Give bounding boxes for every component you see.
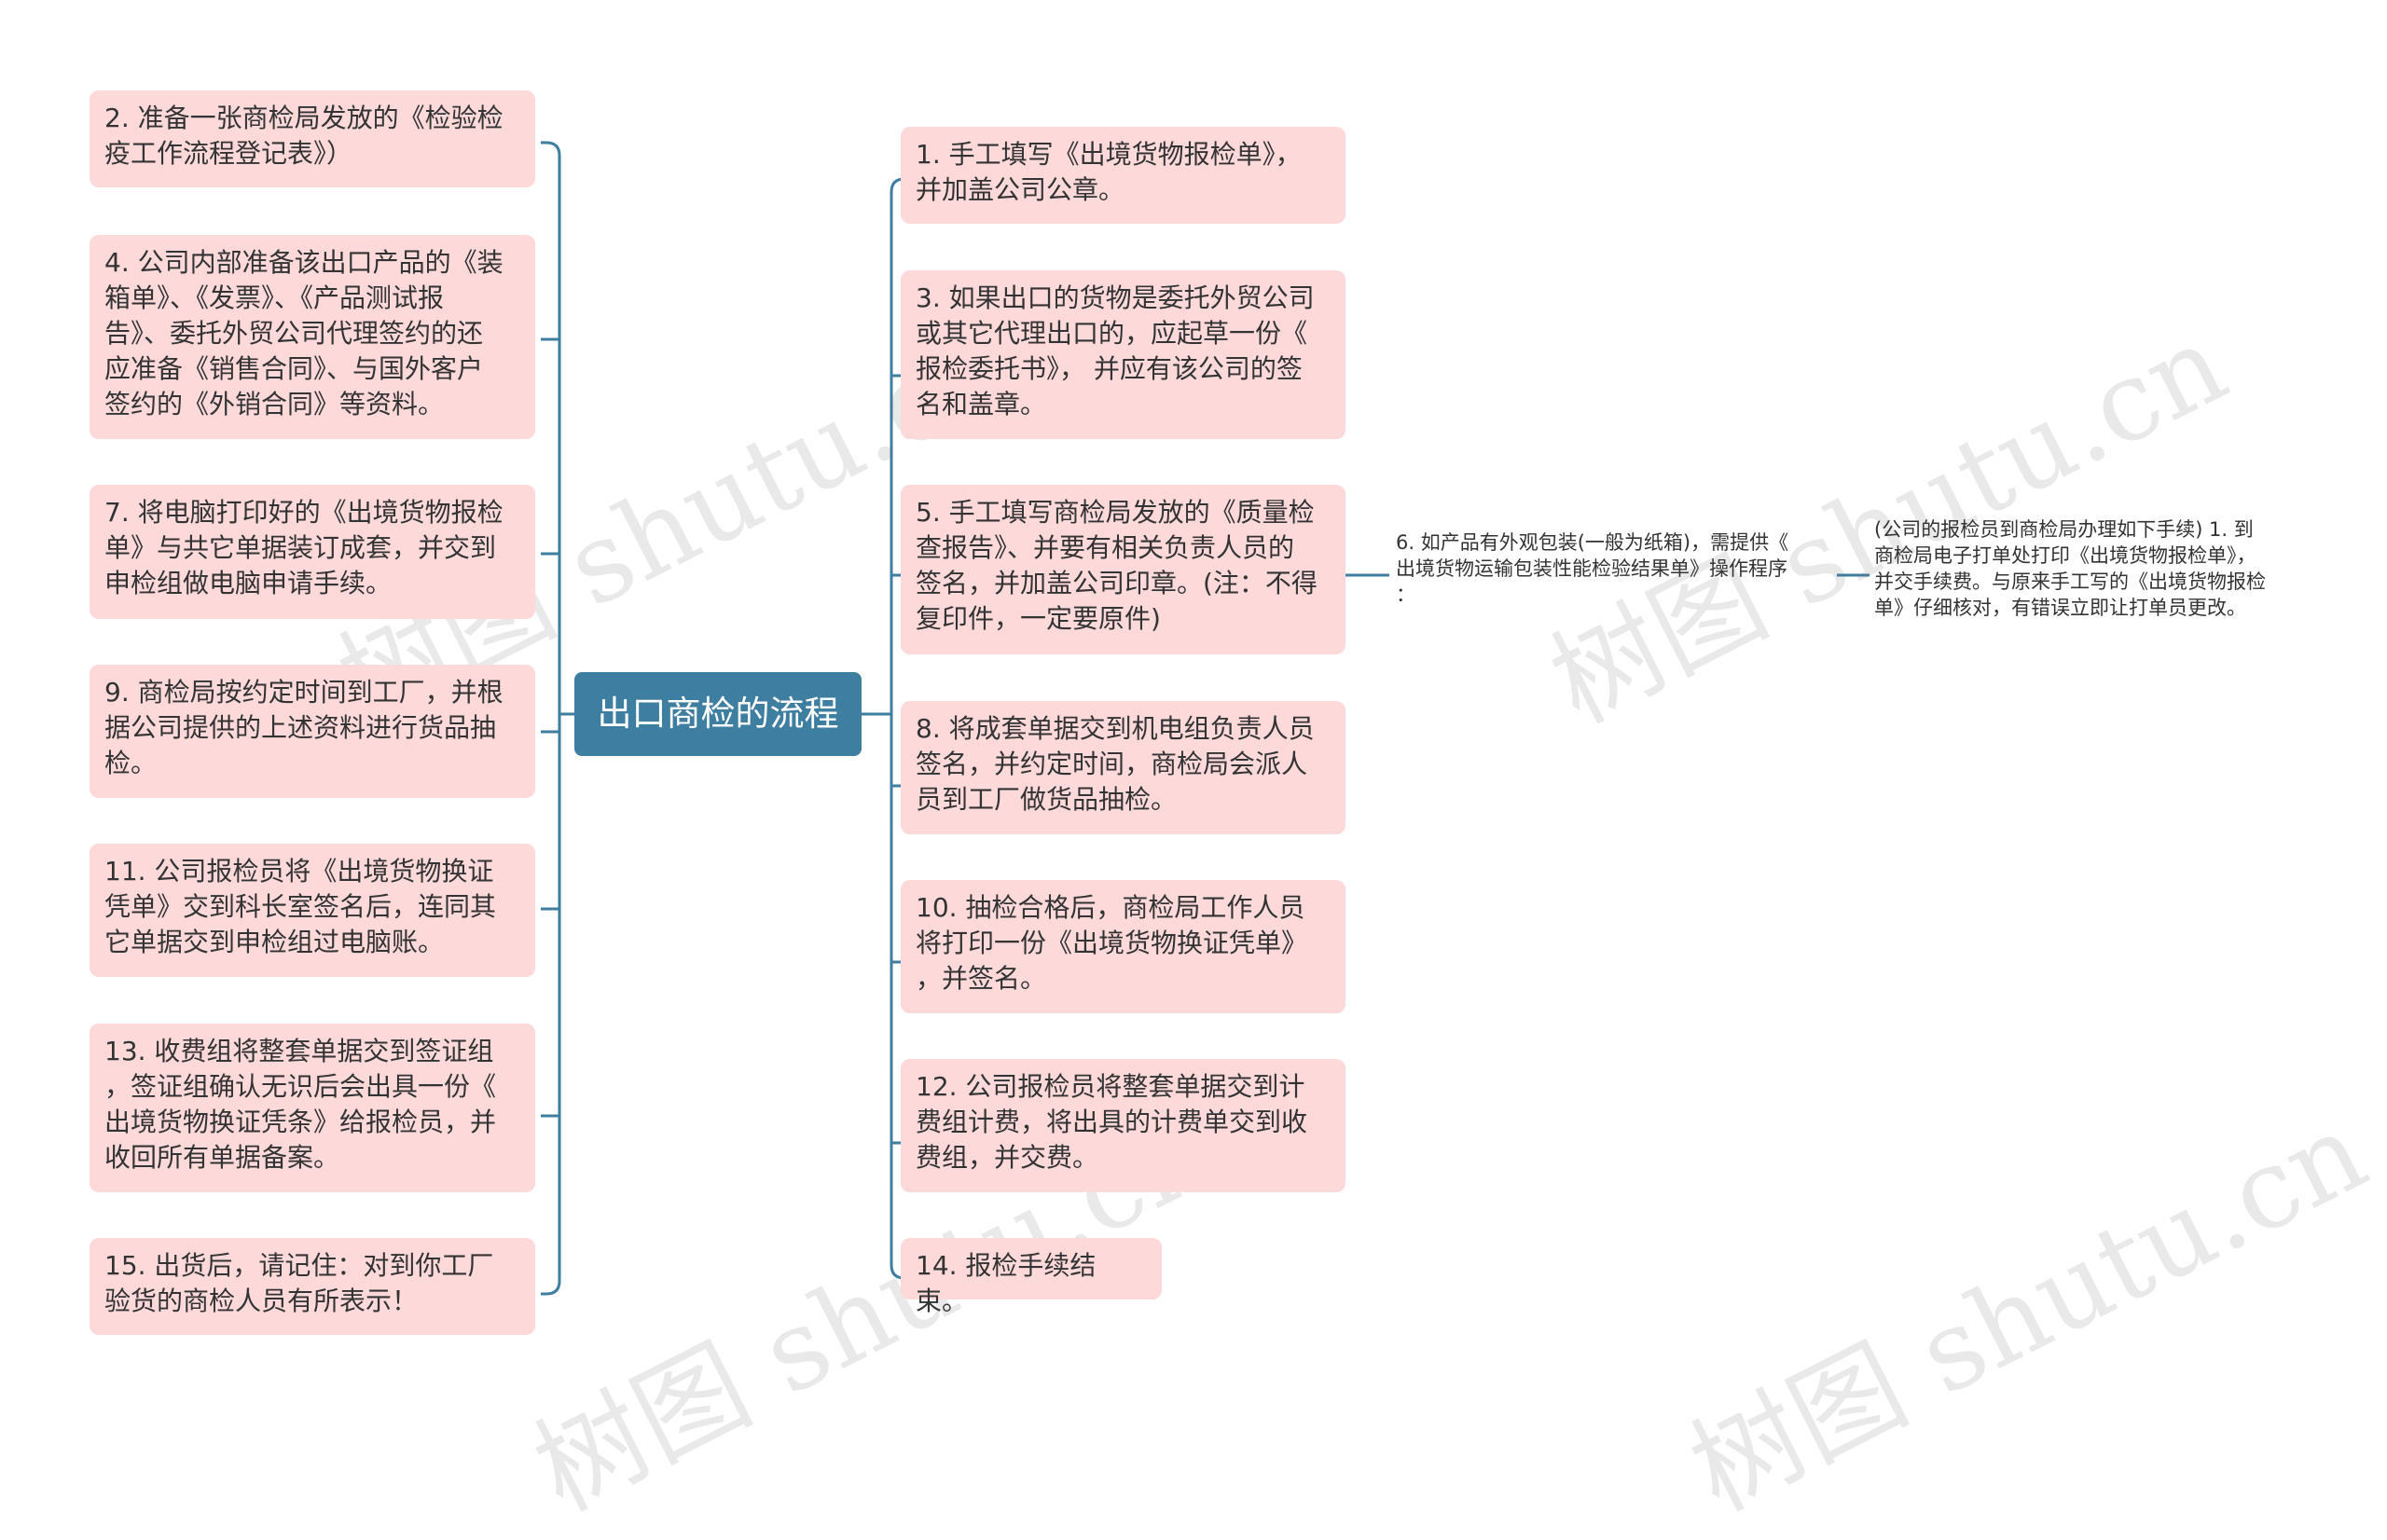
node-step-13[interactable]: 13. 收费组将整套单据交到签证组 ，签证组确认无识后会出具一份《 出境货物换证… (90, 1024, 535, 1192)
node-step-5[interactable]: 5. 手工填写商检局发放的《质量检 查报告》、并要有相关负责人员的 签名，并加盖… (901, 485, 1345, 654)
node-step-12[interactable]: 12. 公司报检员将整套单据交到计 费组计费，将出具的计费单交到收 费组，并交费… (901, 1059, 1345, 1192)
node-step-8[interactable]: 8. 将成套单据交到机电组负责人员 签名，并约定时间，商检局会派人 员到工厂做货… (901, 701, 1345, 834)
connector-left-branch (541, 141, 561, 157)
node-step-11[interactable]: 11. 公司报检员将《出境货物换证 凭单》交到科长室签名后，连同其 它单据交到申… (90, 844, 535, 977)
node-step-3[interactable]: 3. 如果出口的货物是委托外贸公司 或其它代理出口的，应起草一份《 报检委托书》… (901, 270, 1345, 439)
node-step-1[interactable]: 1. 手工填写《出境货物报检单》， 并加盖公司公章。 (901, 127, 1345, 224)
node-step-14[interactable]: 14. 报检手续结束。 (901, 1238, 1162, 1316)
node-step-6[interactable]: 6. 如产品有外观包装(一般为纸箱)，需提供《 出境货物运输包装性能检验结果单》… (1396, 531, 1789, 606)
node-step-9[interactable]: 9. 商检局按约定时间到工厂，并根 据公司提供的上述资料进行货品抽 检。 (90, 665, 535, 798)
connector-lines (541, 141, 1870, 1296)
node-step-10[interactable]: 10. 抽检合格后，商检局工作人员 将打印一份《出境货物换证凭单》 ，并签名。 (901, 880, 1345, 1013)
node-step-4[interactable]: 4. 公司内部准备该出口产品的《装 箱单》、《发票》、《产品测试报 告》、委托外… (90, 235, 535, 439)
root-node[interactable]: 出口商检的流程 (574, 672, 862, 756)
connector-left-branch (541, 1280, 561, 1296)
node-step-6-detail[interactable]: (公司的报检员到商检局办理如下手续) 1. 到 商检局电子打单处打印《出境货物报… (1874, 518, 2266, 619)
node-step-15[interactable]: 15. 出货后，请记住：对到你工厂 验货的商检人员有所表示！ (90, 1238, 535, 1335)
node-step-2[interactable]: 2. 准备一张商检局发放的《检验检 疫工作流程登记表》） (90, 90, 535, 187)
node-step-7[interactable]: 7. 将电脑打印好的《出境货物报检 单》与共它单据装订成套，并交到 申检组做电脑… (90, 485, 535, 619)
